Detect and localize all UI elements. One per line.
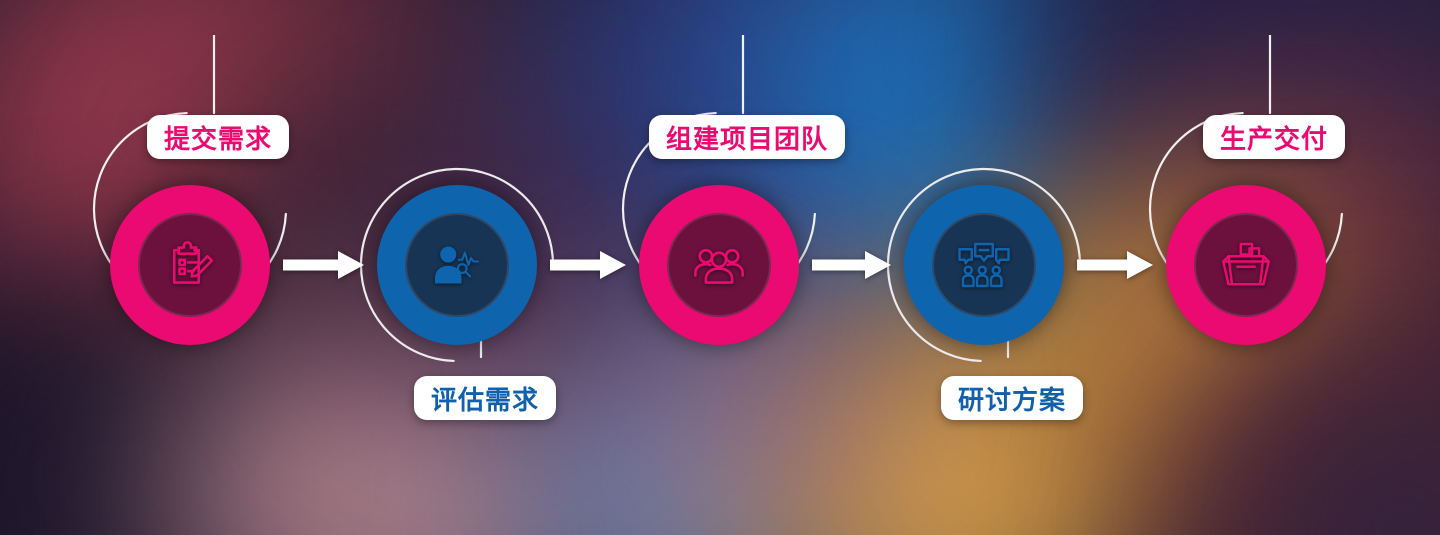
process-step-production-delivery[interactable] [1148, 21, 1343, 345]
step-ring-inner [1194, 213, 1298, 317]
delivery-box-icon [1194, 213, 1298, 317]
step-ring-inner [932, 213, 1036, 317]
flow-arrow-icon [1077, 248, 1153, 282]
flow-arrow-icon [550, 248, 626, 282]
flow-arrow-icon [283, 248, 364, 282]
step-ring-inner [405, 213, 509, 317]
step-label-discuss-solution[interactable]: 研讨方案 [941, 376, 1084, 420]
step-label-evaluate-requirement[interactable]: 评估需求 [414, 376, 557, 420]
process-step-build-project-team[interactable] [621, 21, 816, 345]
analyst-person-icon [405, 213, 509, 317]
step-ring-inner [138, 213, 242, 317]
flow-arrow-icon [812, 248, 891, 282]
clipboard-pencil-icon [138, 213, 242, 317]
process-step-evaluate-requirement[interactable] [359, 167, 554, 363]
step-label-build-project-team[interactable]: 组建项目团队 [649, 115, 846, 159]
step-label-production-delivery[interactable]: 生产交付 [1203, 115, 1346, 159]
process-step-submit-requirement[interactable] [92, 21, 287, 345]
step-ring-inner [667, 213, 771, 317]
people-group-icon [667, 213, 771, 317]
step-label-submit-requirement[interactable]: 提交需求 [147, 115, 290, 159]
discussion-board-icon [932, 213, 1036, 317]
process-step-discuss-solution[interactable] [886, 167, 1081, 363]
